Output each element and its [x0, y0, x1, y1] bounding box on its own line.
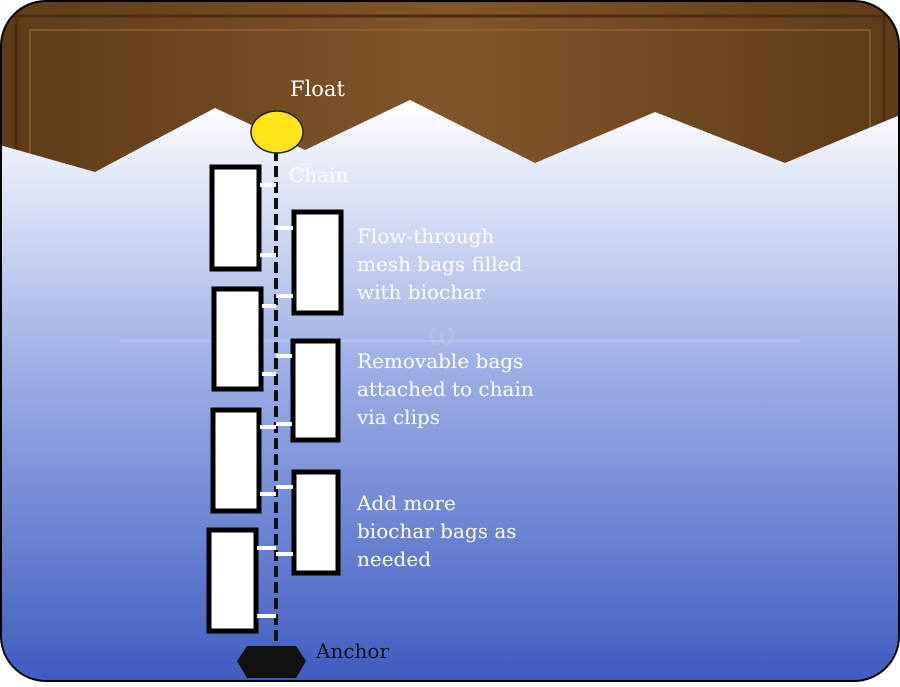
mesh-bag [206, 527, 259, 634]
anchor-block [237, 646, 306, 678]
annotation-line: needed [357, 547, 431, 571]
bag-group [206, 164, 344, 634]
annotation-line: Removable bags [357, 349, 523, 373]
annotation-line: Add more [356, 491, 456, 515]
annotation-line: Flow-through [357, 224, 494, 248]
mesh-bag [210, 407, 262, 514]
annotation-line: biochar bags as [357, 519, 517, 543]
float-label: Float [290, 77, 345, 101]
mesh-bag [211, 286, 264, 392]
mesh-bag [291, 469, 341, 576]
mesh-bag [290, 338, 341, 443]
annotation-line: mesh bags filled [357, 252, 522, 276]
mesh-bag [209, 164, 262, 272]
annotation-removable-bags: Removable bags attached to chain via cli… [356, 349, 540, 429]
annotation-add-more: Add more biochar bags as needed [356, 491, 523, 571]
chain-label: Chain [289, 163, 349, 187]
annotation-mesh-bags: Flow-through mesh bags filled with bioch… [357, 224, 529, 304]
annotation-line: via clips [356, 405, 440, 429]
anchor-label: Anchor [315, 639, 389, 663]
watermark-glyph: ω [428, 314, 456, 354]
float-buoy [250, 110, 304, 154]
annotation-line: with biochar [357, 280, 485, 304]
mesh-bag [291, 209, 344, 316]
annotation-line: attached to chain [357, 377, 534, 401]
